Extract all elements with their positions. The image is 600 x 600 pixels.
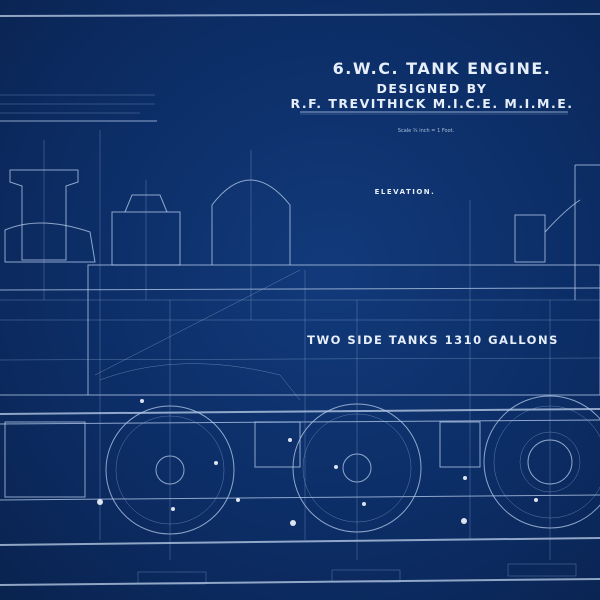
top-left-notes xyxy=(0,94,157,122)
title-line-3: R.F. TREVITHICK M.I.C.E. M.I.M.E. xyxy=(291,96,574,111)
rivet-highlights xyxy=(97,399,538,526)
cab-and-fittings xyxy=(514,164,600,300)
construction-lines xyxy=(99,130,551,560)
view-label: ELEVATION. xyxy=(375,188,436,196)
bottom-dimension-notes xyxy=(137,563,577,585)
steam-dome xyxy=(211,150,291,320)
bottom-border-line xyxy=(0,578,600,586)
title-line-1: 6.W.C. TANK ENGINE. xyxy=(333,59,552,78)
title-line-2: DESIGNED BY xyxy=(377,81,488,96)
tank-capacity-label: TWO SIDE TANKS 1310 GALLONS xyxy=(307,333,559,347)
top-border-line xyxy=(0,13,600,17)
scale-note: Scale ¾ inch = 1 Foot. xyxy=(398,128,455,134)
chimney xyxy=(4,140,96,300)
frames xyxy=(0,408,600,546)
trailing-wheel xyxy=(483,395,600,529)
safety-valve xyxy=(111,180,181,300)
